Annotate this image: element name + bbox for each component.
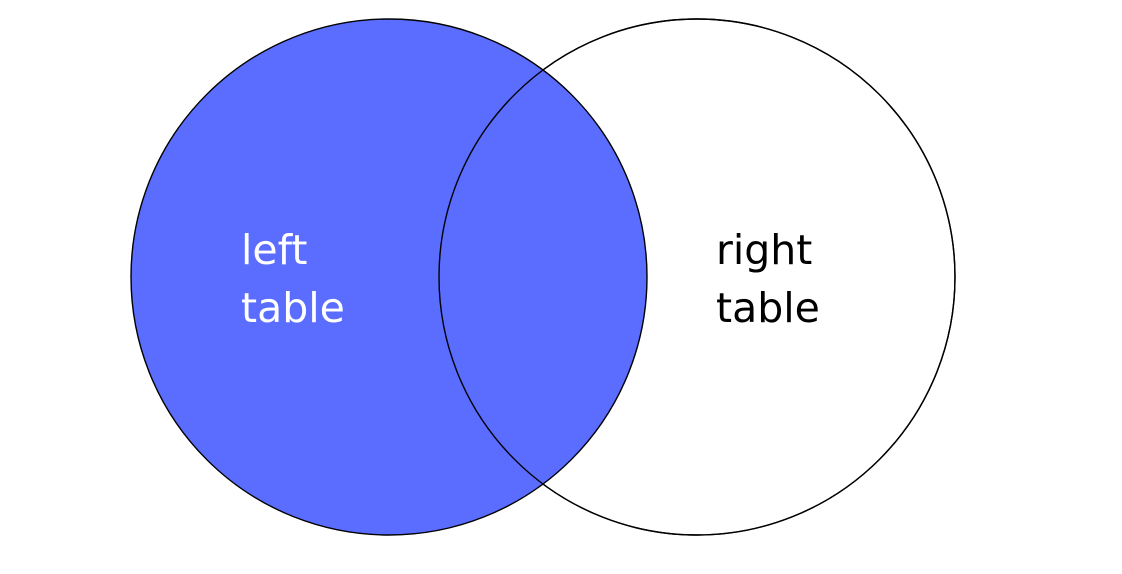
right-table-circle-outline (438, 18, 956, 536)
right-table-label-line2: table (716, 284, 820, 332)
right-table-label: right table (716, 226, 825, 332)
left-table-label-line2: table (241, 284, 345, 332)
left-table-label: left table (241, 226, 345, 332)
right-table-label-line1: right (716, 226, 812, 274)
left-table-label-line1: left (241, 226, 307, 274)
left-table-circle (130, 18, 648, 536)
